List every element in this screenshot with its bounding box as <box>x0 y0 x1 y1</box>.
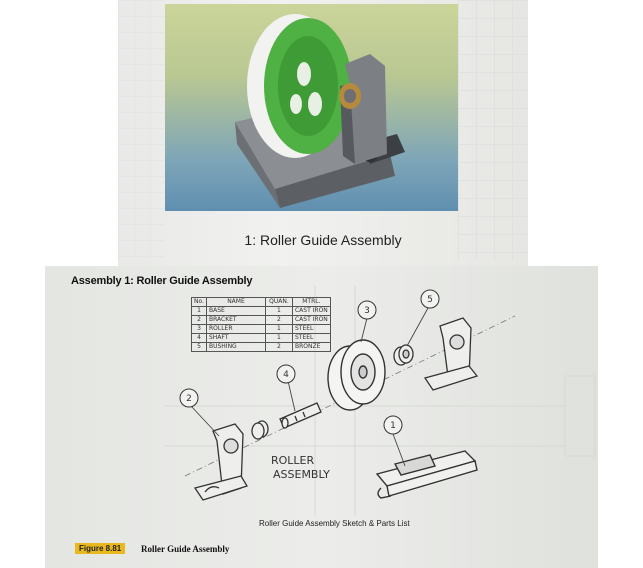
part-no: 4 <box>191 333 207 343</box>
sketch-shaft <box>279 402 322 429</box>
part-no: 3 <box>191 324 207 334</box>
render-roller-hub <box>278 36 338 136</box>
part-no: 2 <box>191 315 207 325</box>
part-name: BRACKET <box>205 315 266 325</box>
parts-header-no: No. <box>191 297 207 307</box>
parts-header-material: MTRL. <box>291 297 331 307</box>
part-name: ROLLER <box>205 324 266 334</box>
balloon-1-label: 1 <box>390 421 396 431</box>
top-figure-caption: 1: Roller Guide Assembly <box>244 232 402 248</box>
part-no: 5 <box>191 342 207 352</box>
render-roller-hole-2 <box>308 92 322 116</box>
roller-guide-render <box>235 14 405 208</box>
balloon-4-label: 4 <box>283 370 289 380</box>
render-shaft-end <box>344 89 356 103</box>
part-quantity: 2 <box>264 315 293 325</box>
parts-header-name: NAME <box>205 297 266 307</box>
part-quantity: 1 <box>264 306 293 316</box>
sketch-caption: Roller Guide Assembly Sketch & Parts Lis… <box>259 519 410 528</box>
parts-table-header-row: No. NAME QUAN. MTRL. <box>191 297 331 307</box>
balloon-5: 5 <box>420 289 440 309</box>
sketch-base <box>375 450 478 499</box>
part-no: 1 <box>191 306 207 316</box>
balloon-leader-lines <box>190 307 429 467</box>
render-bracket <box>345 54 387 164</box>
sketch-label-roller: ROLLER <box>271 454 315 467</box>
balloon-1: 1 <box>383 415 403 435</box>
part-name: BUSHING <box>205 342 266 352</box>
sketch-bushing-right <box>393 344 414 366</box>
balloon-4: 4 <box>276 364 296 384</box>
roller-guide-render-image <box>165 4 458 211</box>
table-row: 3 ROLLER 1 STEEL <box>191 324 331 334</box>
lower-book-page: 1 2 3 4 5 ROLLER ASSEMBLY Assembly 1: Ro… <box>45 266 598 568</box>
part-material: CAST IRON <box>291 315 331 325</box>
sketch-bracket-left <box>193 423 248 501</box>
balloon-2-label: 2 <box>186 394 192 404</box>
part-quantity: 2 <box>264 342 293 352</box>
balloon-5-label: 5 <box>427 295 433 305</box>
balloon-2: 2 <box>179 388 199 408</box>
part-quantity: 1 <box>264 324 293 334</box>
balloon-3: 3 <box>357 300 377 320</box>
part-material: CAST IRON <box>291 306 331 316</box>
table-row: 1 BASE 1 CAST IRON <box>191 306 331 316</box>
part-name: SHAFT <box>205 333 266 343</box>
part-material: STEEL <box>291 324 331 334</box>
sketch-bushing-left <box>251 420 269 440</box>
sketch-label-assembly: ASSEMBLY <box>273 468 330 481</box>
figure-number-badge: Figure 8.81 <box>75 543 126 554</box>
render-roller-hole-1 <box>297 62 311 86</box>
sketch-bracket-right <box>423 317 479 391</box>
background-drawing-faint <box>118 0 165 260</box>
table-row: 4 SHAFT 1 STEEL <box>191 333 331 343</box>
table-row: 5 BUSHING 2 BRONZE <box>191 342 331 352</box>
render-base-side <box>235 122 280 208</box>
upper-book-page: 1: Roller Guide Assembly <box>118 0 528 266</box>
background-drawing-faint-right <box>458 0 528 260</box>
part-material: STEEL <box>291 333 331 343</box>
part-material: BRONZE <box>291 342 331 352</box>
balloon-3-label: 3 <box>364 306 370 316</box>
render-base-front <box>275 154 395 208</box>
sketch-roller <box>327 339 386 411</box>
table-row: 2 BRACKET 2 CAST IRON <box>191 315 331 325</box>
parts-list-table: No. NAME QUAN. MTRL. 1 BASE 1 CAST IRON … <box>191 297 331 352</box>
figure-title: Roller Guide Assembly <box>141 544 230 554</box>
parts-header-quantity: QUAN. <box>264 297 293 307</box>
assembly-sketch-drawing: 1 2 3 4 5 ROLLER ASSEMBLY <box>165 286 596 516</box>
assembly-heading: Assembly 1: Roller Guide Assembly <box>71 275 253 287</box>
part-quantity: 1 <box>264 333 293 343</box>
render-roller-hole-3 <box>290 94 302 114</box>
part-name: BASE <box>205 306 266 316</box>
